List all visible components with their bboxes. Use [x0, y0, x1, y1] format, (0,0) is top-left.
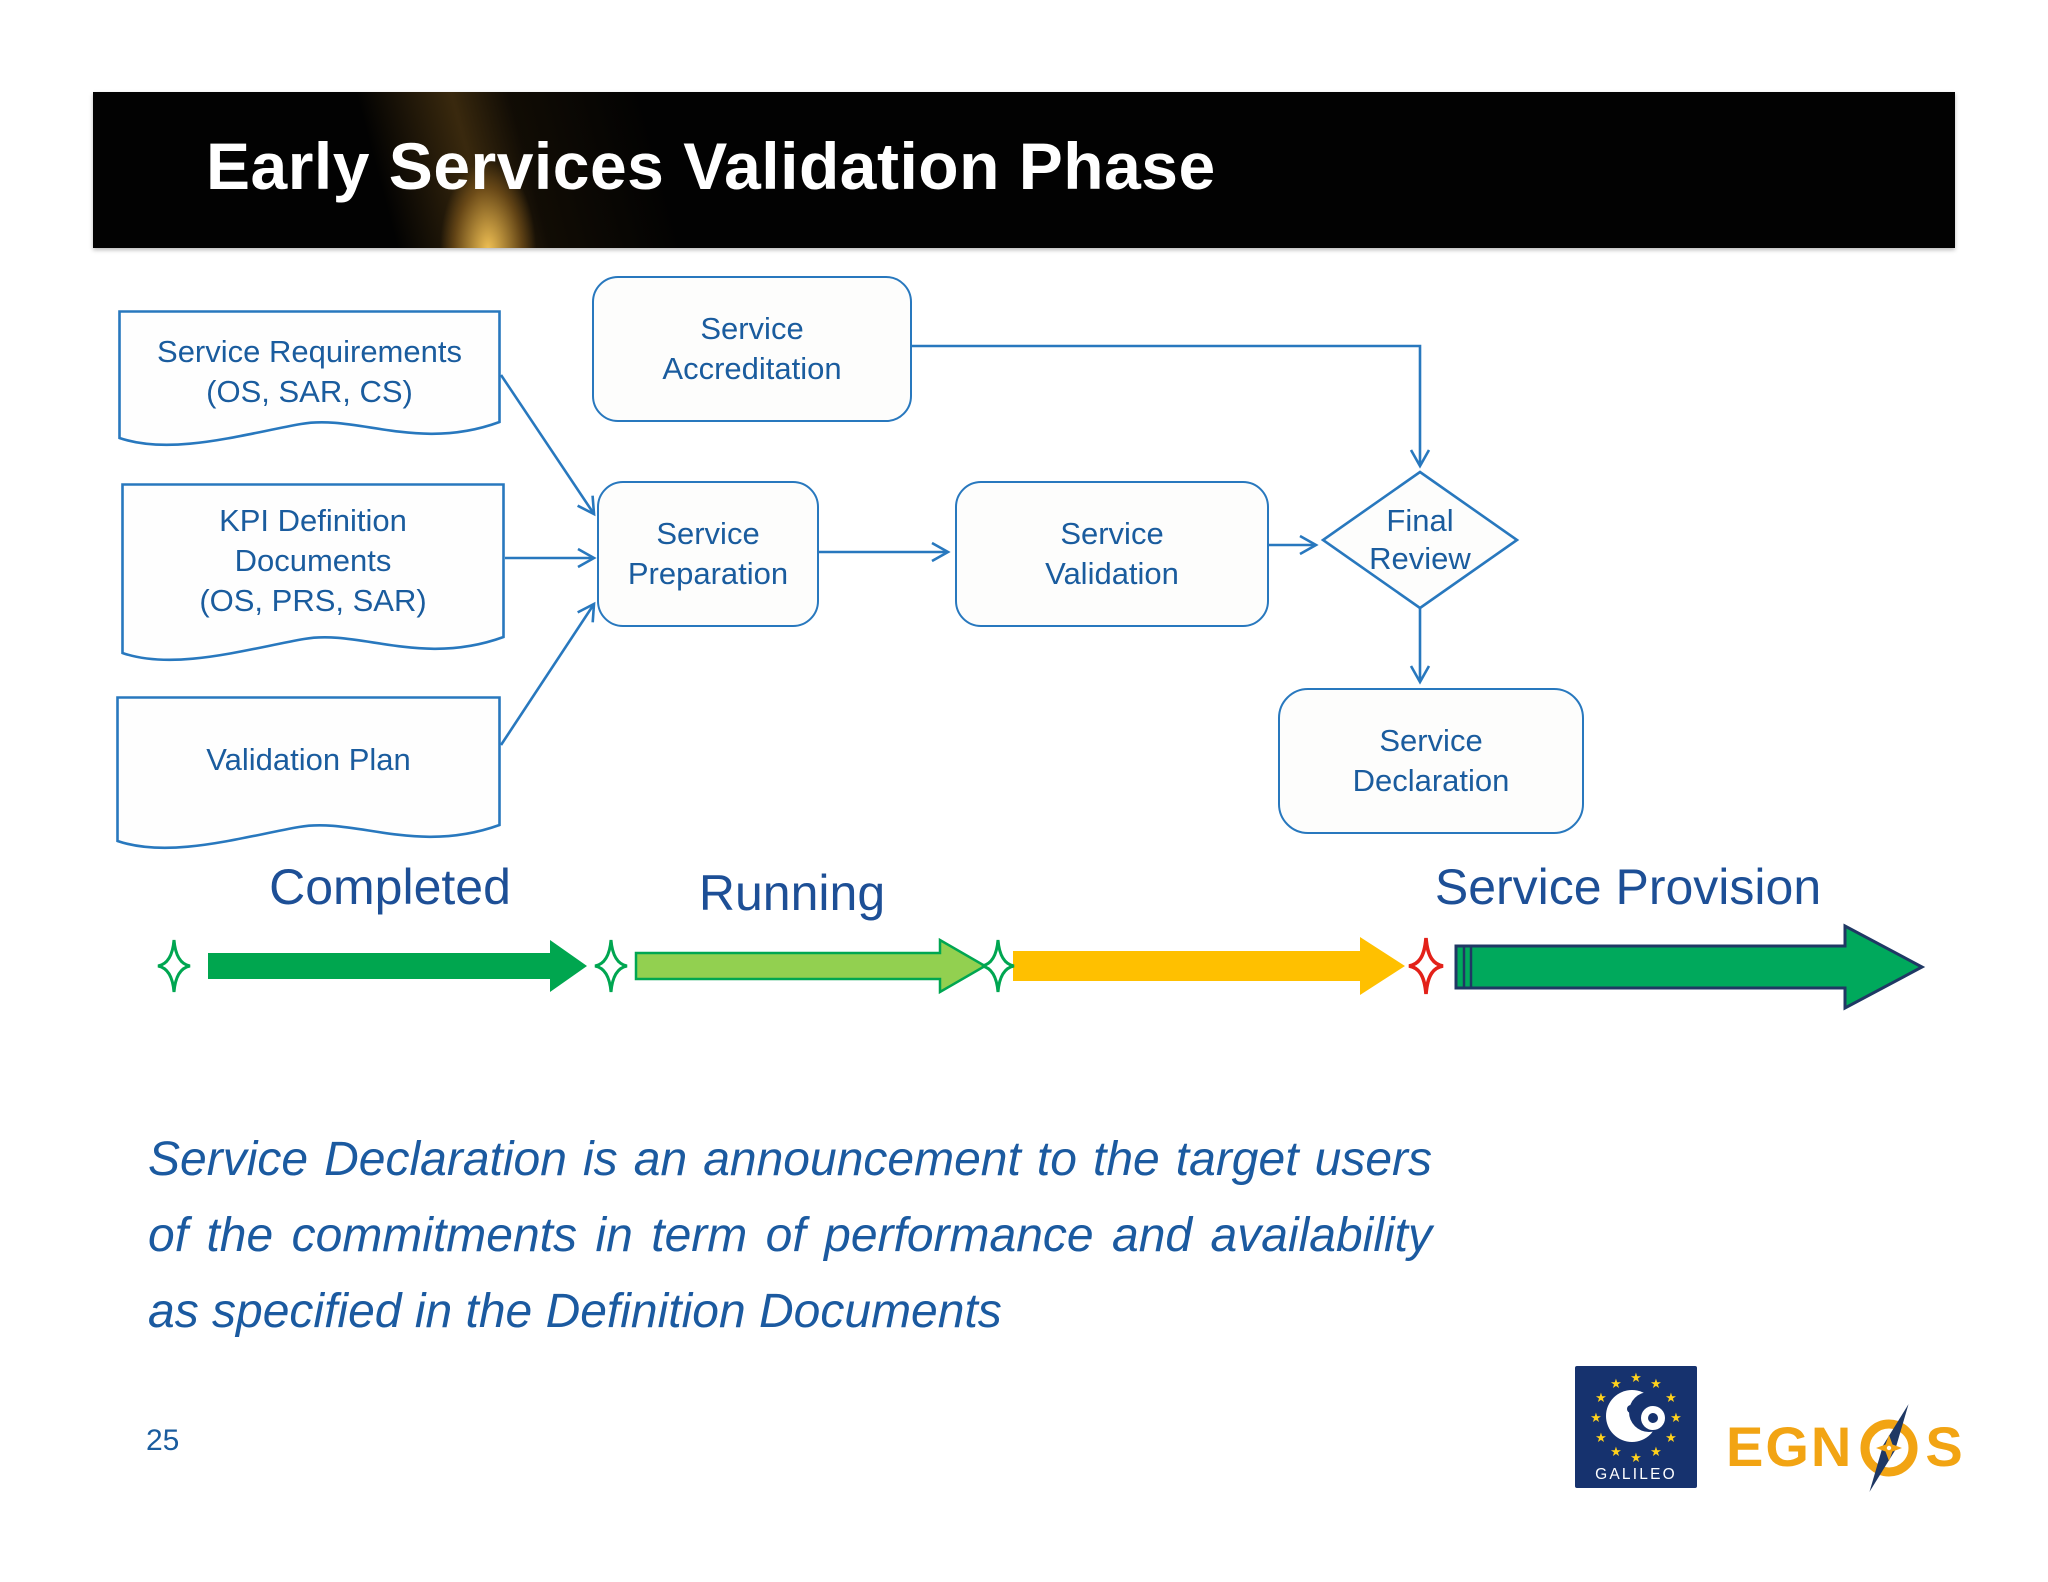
eu-stars: ★★★ ★★★ ★★★ ★★★ — [1590, 1371, 1682, 1466]
svg-text:★: ★ — [1610, 1377, 1622, 1392]
connector-requirements-to-preparation — [499, 374, 596, 517]
svg-text:★: ★ — [1610, 1445, 1622, 1460]
box-line: Service — [656, 516, 760, 551]
box-service-preparation: Service Preparation — [597, 481, 819, 627]
svg-text:★: ★ — [1595, 1391, 1607, 1406]
milestone-star-4 — [1408, 937, 1444, 995]
svg-text:★: ★ — [1590, 1411, 1602, 1426]
pending-arrow — [1013, 937, 1405, 995]
timeline-arrows — [208, 923, 1926, 1011]
box-line: Preparation — [627, 556, 789, 591]
svg-text:★: ★ — [1665, 1431, 1677, 1446]
milestone-star-1 — [157, 939, 191, 993]
box-service-accreditation: Service Accreditation — [592, 276, 912, 422]
doc-line: Validation Plan — [206, 742, 411, 777]
timeline-label-running: Running — [698, 865, 886, 921]
note-line: as specified in the Definition Documents — [148, 1285, 1002, 1338]
box-line: Declaration — [1352, 763, 1510, 798]
svg-text:★: ★ — [1650, 1445, 1662, 1460]
flow-connectors — [499, 344, 1431, 746]
box-service-declaration: Service Declaration — [1278, 688, 1584, 834]
running-arrow — [634, 937, 988, 995]
decision-line: Review — [1369, 541, 1471, 576]
connector-validationplan-to-preparation — [499, 601, 596, 746]
document-service-requirements: Service Requirements (OS, SAR, CS) — [118, 310, 501, 450]
title-banner — [93, 92, 1955, 248]
doc-line: Service Requirements — [157, 334, 462, 369]
galileo-logo-icon: ★★★ ★★★ ★★★ ★★★ GALILEO — [1575, 1366, 1697, 1488]
egnos-text-s: S — [1925, 1414, 1965, 1478]
egnos-compass-icon — [1860, 1404, 1918, 1492]
note-line: of the commitments in term of performanc… — [148, 1209, 1432, 1262]
document-shape-icon — [121, 483, 505, 662]
box-line: Service — [700, 311, 804, 346]
milestone-star-3 — [981, 939, 1015, 993]
box-service-validation: Service Validation — [955, 481, 1269, 627]
completed-arrow — [208, 940, 587, 992]
decision-line: Final — [1386, 503, 1454, 538]
final-review-diamond — [1320, 470, 1520, 610]
svg-text:★: ★ — [1670, 1411, 1682, 1426]
page-number: 25 — [146, 1424, 180, 1457]
timeline-label-completed: Completed — [269, 859, 511, 915]
box-line: Accreditation — [662, 351, 842, 386]
svg-text:★: ★ — [1650, 1377, 1662, 1392]
galileo-emblem — [1606, 1390, 1669, 1442]
svg-text:★: ★ — [1630, 1451, 1642, 1466]
document-shape-icon — [118, 310, 501, 447]
note-paragraph: Service Declaration is an announcement t… — [148, 1122, 1432, 1350]
service-provision-arrow — [1454, 923, 1926, 1011]
doc-line: (OS, SAR, CS) — [206, 374, 413, 409]
document-shape-icon — [116, 696, 501, 850]
svg-text:★: ★ — [1630, 1371, 1642, 1386]
document-kpi-definition: KPI Definition Documents (OS, PRS, SAR) — [121, 483, 505, 679]
svg-text:★: ★ — [1595, 1431, 1607, 1446]
doc-line: (OS, PRS, SAR) — [199, 583, 427, 618]
galileo-wordmark: GALILEO — [1595, 1466, 1677, 1483]
doc-line: Documents — [234, 543, 392, 578]
box-line: Service — [1060, 516, 1164, 551]
egnos-text-egn: EGN — [1726, 1414, 1854, 1478]
slide-title: Early Services Validation Phase — [206, 129, 1216, 203]
box-line: Service — [1379, 723, 1483, 758]
document-validation-plan: Validation Plan — [116, 696, 501, 858]
milestone-star-2 — [594, 939, 628, 993]
note-line: Service Declaration is an announcement t… — [148, 1133, 1432, 1186]
final-review-label: Final Review — [1350, 502, 1490, 578]
milestone-stars — [157, 937, 1444, 995]
egnos-logo: EGN S — [1726, 1396, 1965, 1496]
galileo-logo: ★★★ ★★★ ★★★ ★★★ GALILEO — [1575, 1366, 1697, 1493]
doc-line: KPI Definition — [219, 503, 407, 538]
svg-text:★: ★ — [1665, 1391, 1677, 1406]
connector-accreditation-to-review — [908, 344, 1431, 469]
timeline-label-service-provision: Service Provision — [1434, 859, 1822, 915]
box-line: Validation — [1045, 556, 1179, 591]
